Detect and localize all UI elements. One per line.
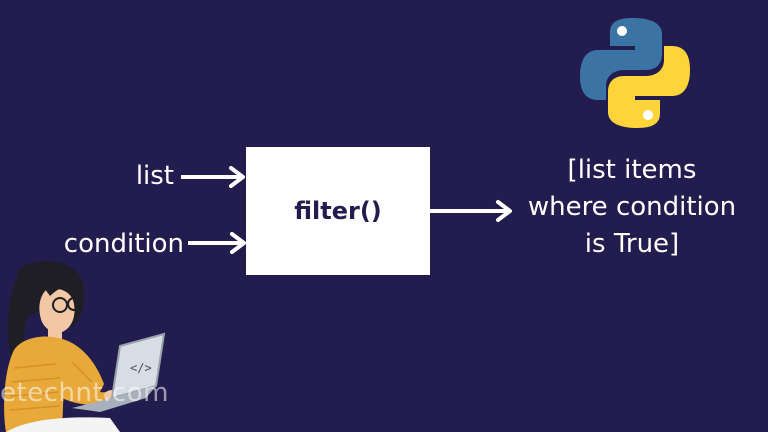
filter-function-box: filter() (246, 147, 430, 275)
output-description: [list items where condition is True] (516, 152, 748, 263)
person-with-laptop-illustration: </> (4, 261, 166, 432)
input-label-list: list (135, 161, 174, 191)
hair-shape (7, 261, 85, 366)
output-line-3: is True] (584, 229, 680, 259)
arrow-condition-to-filter-icon (188, 232, 246, 254)
python-logo-icon (580, 18, 690, 128)
output-line-1: [list items (567, 155, 697, 185)
filter-function-label: filter() (294, 197, 382, 225)
arrow-list-to-filter-icon (181, 166, 245, 188)
watermark-text: etechnt.com (0, 378, 169, 408)
arrow-filter-to-output-icon (430, 200, 512, 222)
output-line-2: where condition (527, 192, 737, 222)
input-label-condition: condition (63, 229, 184, 259)
svg-text:</>: </> (130, 361, 152, 375)
